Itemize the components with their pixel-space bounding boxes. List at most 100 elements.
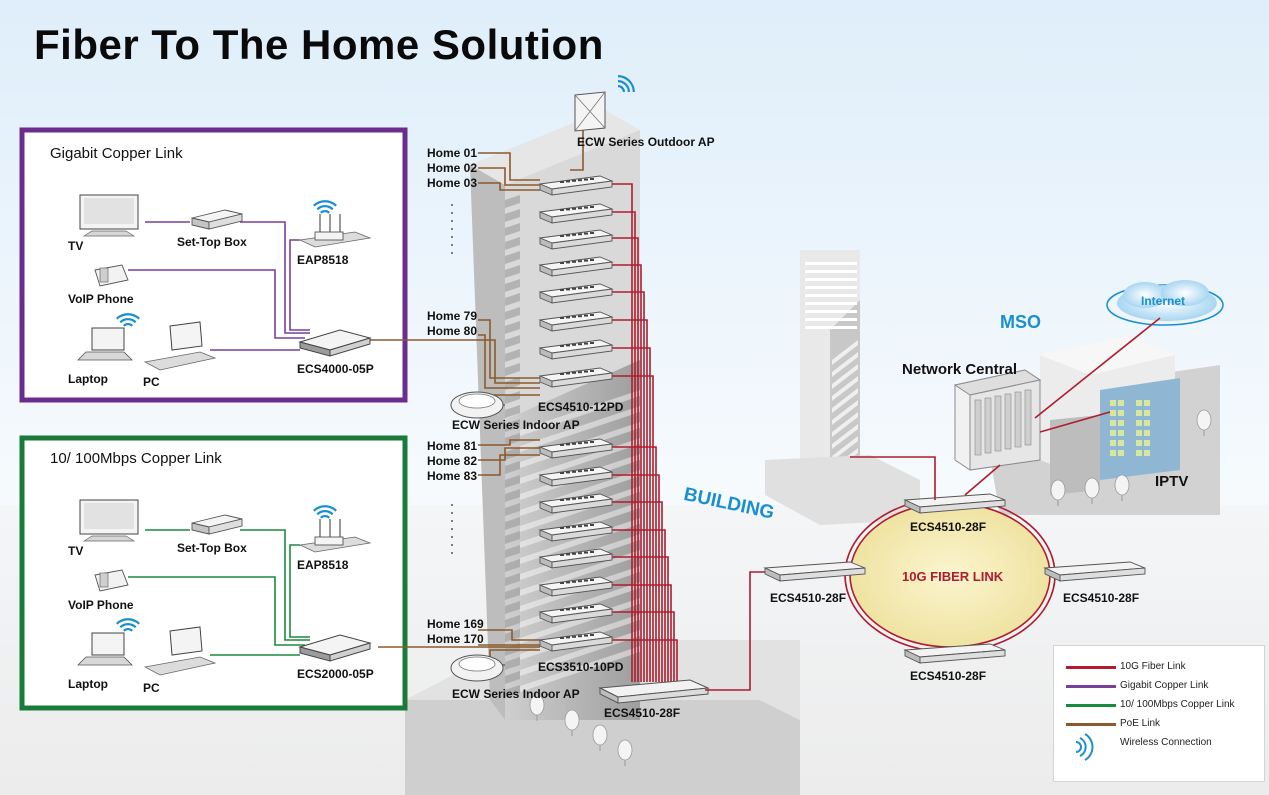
ring-label: 10G FIBER LINK xyxy=(902,569,1004,584)
fiber-link xyxy=(612,319,648,682)
wireless-icon xyxy=(1075,733,1094,761)
indoor-ap-label: ECW Series Indoor AP xyxy=(452,687,580,701)
switch-port xyxy=(572,552,576,555)
switch-port xyxy=(590,634,594,636)
tree xyxy=(564,709,580,731)
switch-port xyxy=(578,371,582,374)
switch-port xyxy=(572,179,576,182)
fiber-link xyxy=(612,501,663,682)
legend-label: PoE Link xyxy=(1120,718,1161,729)
switch-port xyxy=(572,287,576,290)
voip-label: VoIP Phone xyxy=(68,598,134,612)
laptop-label: Laptop xyxy=(68,372,108,386)
pc-desk xyxy=(143,351,217,371)
iptv-led xyxy=(1118,400,1124,406)
tower-window xyxy=(505,335,520,348)
tower-window xyxy=(505,265,520,278)
iptv-led xyxy=(1136,410,1142,416)
switch-port xyxy=(560,345,564,347)
wireless-icon xyxy=(313,200,337,214)
switch-port xyxy=(572,497,576,500)
switch-port xyxy=(560,262,564,264)
switch-port xyxy=(584,178,588,181)
floor-switch-front xyxy=(551,443,613,459)
switch-port xyxy=(560,499,564,501)
page-title: Fiber To The Home Solution xyxy=(34,21,604,68)
switch-port xyxy=(584,286,588,289)
iptv-led xyxy=(1136,440,1142,446)
switch-port xyxy=(572,607,576,610)
fiber-link xyxy=(612,639,678,682)
core-switch-label: ECS4510-28F xyxy=(604,706,681,720)
legend-swatch xyxy=(1066,723,1116,726)
fast-devices xyxy=(77,499,372,676)
switch-port xyxy=(578,207,582,210)
switch-port xyxy=(578,315,582,318)
switch-label: ECS4000-05P xyxy=(297,362,374,376)
switch-port xyxy=(560,554,564,556)
rack-slot xyxy=(1004,393,1012,450)
switch-port xyxy=(572,470,576,473)
tower-window xyxy=(505,349,520,362)
floor-switch-front xyxy=(551,316,613,332)
tv-label: TV xyxy=(68,239,84,253)
switch-port xyxy=(566,261,570,264)
office-window xyxy=(805,318,857,321)
fast-copper-links xyxy=(128,529,310,656)
mso-fiber-links xyxy=(850,317,1161,500)
rack-slot xyxy=(994,395,1002,452)
wireless-arc xyxy=(617,75,635,93)
switch-port xyxy=(590,370,594,372)
core-switch-ecs4510-28f xyxy=(598,679,710,704)
tower-window xyxy=(505,587,520,600)
tower-window xyxy=(505,307,520,320)
switch-port xyxy=(572,233,576,236)
switch-port xyxy=(560,235,564,237)
ring-switch-front xyxy=(1059,567,1146,582)
tree xyxy=(1196,409,1212,431)
switch-port xyxy=(590,286,594,288)
fiber-link xyxy=(612,611,675,682)
tower-window xyxy=(505,615,520,628)
rack-slot xyxy=(1024,389,1032,446)
ring-switch-front xyxy=(779,567,866,582)
legend-label: Gigabit Copper Link xyxy=(1120,680,1209,691)
tower-window xyxy=(505,405,520,418)
switch-port xyxy=(560,637,564,639)
switch-port xyxy=(584,606,588,609)
ring-switch-front xyxy=(919,499,1006,514)
fiber-link xyxy=(612,291,645,682)
ring-switch-front xyxy=(919,649,1006,664)
switch-port xyxy=(578,470,582,473)
switch-port xyxy=(584,314,588,317)
wireless-arc xyxy=(313,505,337,512)
tower-window xyxy=(505,671,520,684)
switch-port xyxy=(566,372,570,375)
tower-window xyxy=(505,251,520,264)
legend-label: 10G Fiber Link xyxy=(1120,661,1186,672)
switch-port xyxy=(590,178,594,180)
switch-port xyxy=(566,608,570,611)
switch-port xyxy=(584,551,588,554)
fiber-link xyxy=(612,529,666,682)
switch-port xyxy=(590,441,594,443)
ap-icon xyxy=(314,231,344,241)
legend-item: Wireless Connection xyxy=(1054,733,1264,761)
set-top-box-front xyxy=(208,518,243,535)
tower-window xyxy=(505,685,520,698)
switch-port xyxy=(590,232,594,234)
office-window xyxy=(805,286,857,289)
switch-port xyxy=(566,316,570,319)
tv-stand xyxy=(82,230,136,237)
home-ellipsis xyxy=(451,204,453,554)
wireless-icon xyxy=(617,75,635,93)
pc-label: PC xyxy=(143,375,160,389)
ring-switch-label: ECS4510-28F xyxy=(1063,591,1140,605)
office-window xyxy=(832,412,858,437)
tower-window xyxy=(505,601,520,614)
switch-port xyxy=(566,234,570,237)
switch-port xyxy=(578,580,582,583)
floor-switch-front xyxy=(551,344,613,360)
switch-port xyxy=(590,551,594,553)
